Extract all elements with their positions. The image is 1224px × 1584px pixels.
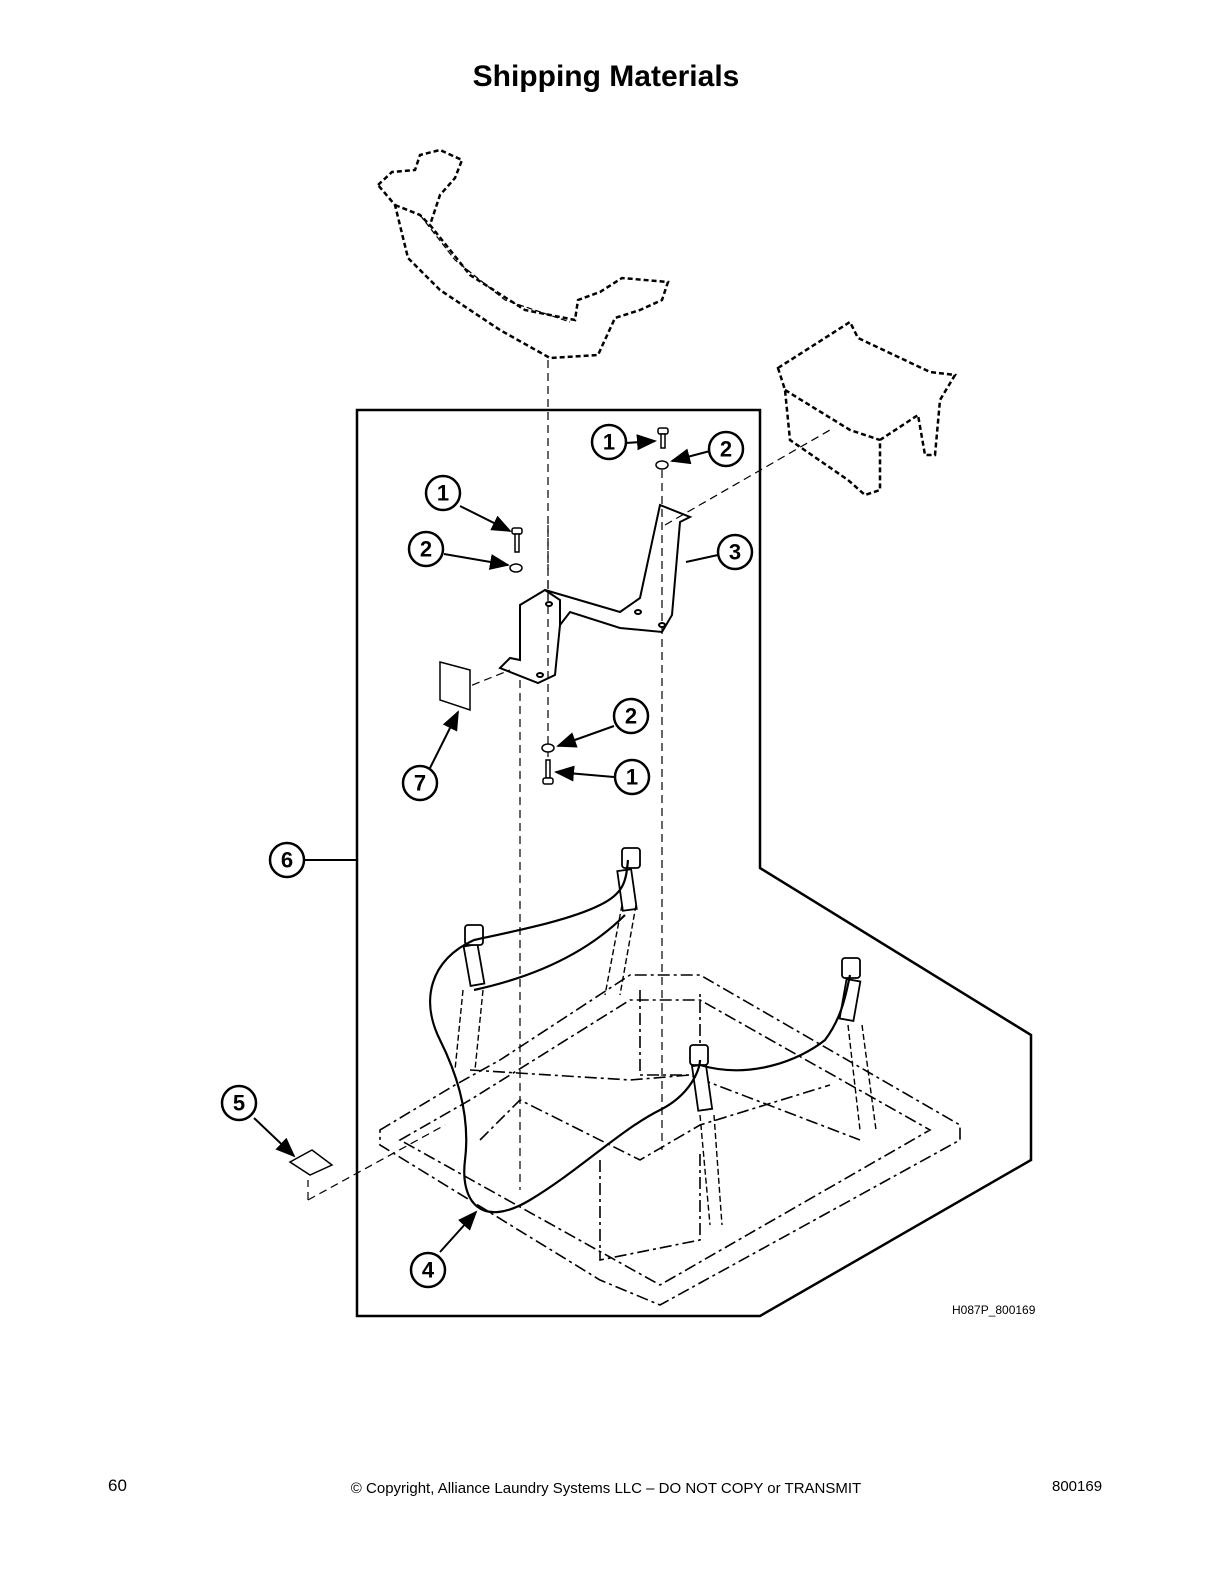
screws-and-washers (509, 427, 669, 785)
callout-1: 1 (626, 765, 638, 790)
callout-leaders (253, 434, 719, 1253)
callout-2: 2 (720, 437, 732, 462)
callout-circles (220, 423, 754, 1289)
corner-shipping-bracket (776, 320, 958, 497)
callout-3: 3 (729, 540, 741, 565)
callout-2: 2 (625, 704, 637, 729)
callout-1: 1 (603, 430, 615, 455)
callout-1: 1 (437, 481, 449, 506)
footer-doc-number: 800169 (1052, 1478, 1103, 1495)
page-title: Shipping Materials (472, 60, 740, 93)
label-part-7 (439, 661, 471, 712)
label-part-5 (288, 1149, 334, 1176)
footer-copyright: © Copyright, Alliance Laundry Systems LL… (350, 1480, 862, 1497)
wire-harness-part-4 (429, 859, 852, 1214)
callout-2: 2 (420, 537, 432, 562)
suspension-dampers (462, 847, 862, 1112)
shipping-bracket-part-3 (498, 503, 693, 685)
footer-page-number: 60 (108, 1476, 127, 1495)
callout-5: 5 (233, 1091, 245, 1116)
top-shipping-bracket (376, 148, 670, 360)
callout-7: 7 (414, 771, 426, 796)
callout-6: 6 (281, 848, 293, 873)
drawing-code: H087P_800169 (952, 1303, 1036, 1317)
machine-base-frame (379, 974, 961, 1306)
callout-4: 4 (422, 1258, 435, 1283)
assembly-outline (355, 408, 1033, 1318)
